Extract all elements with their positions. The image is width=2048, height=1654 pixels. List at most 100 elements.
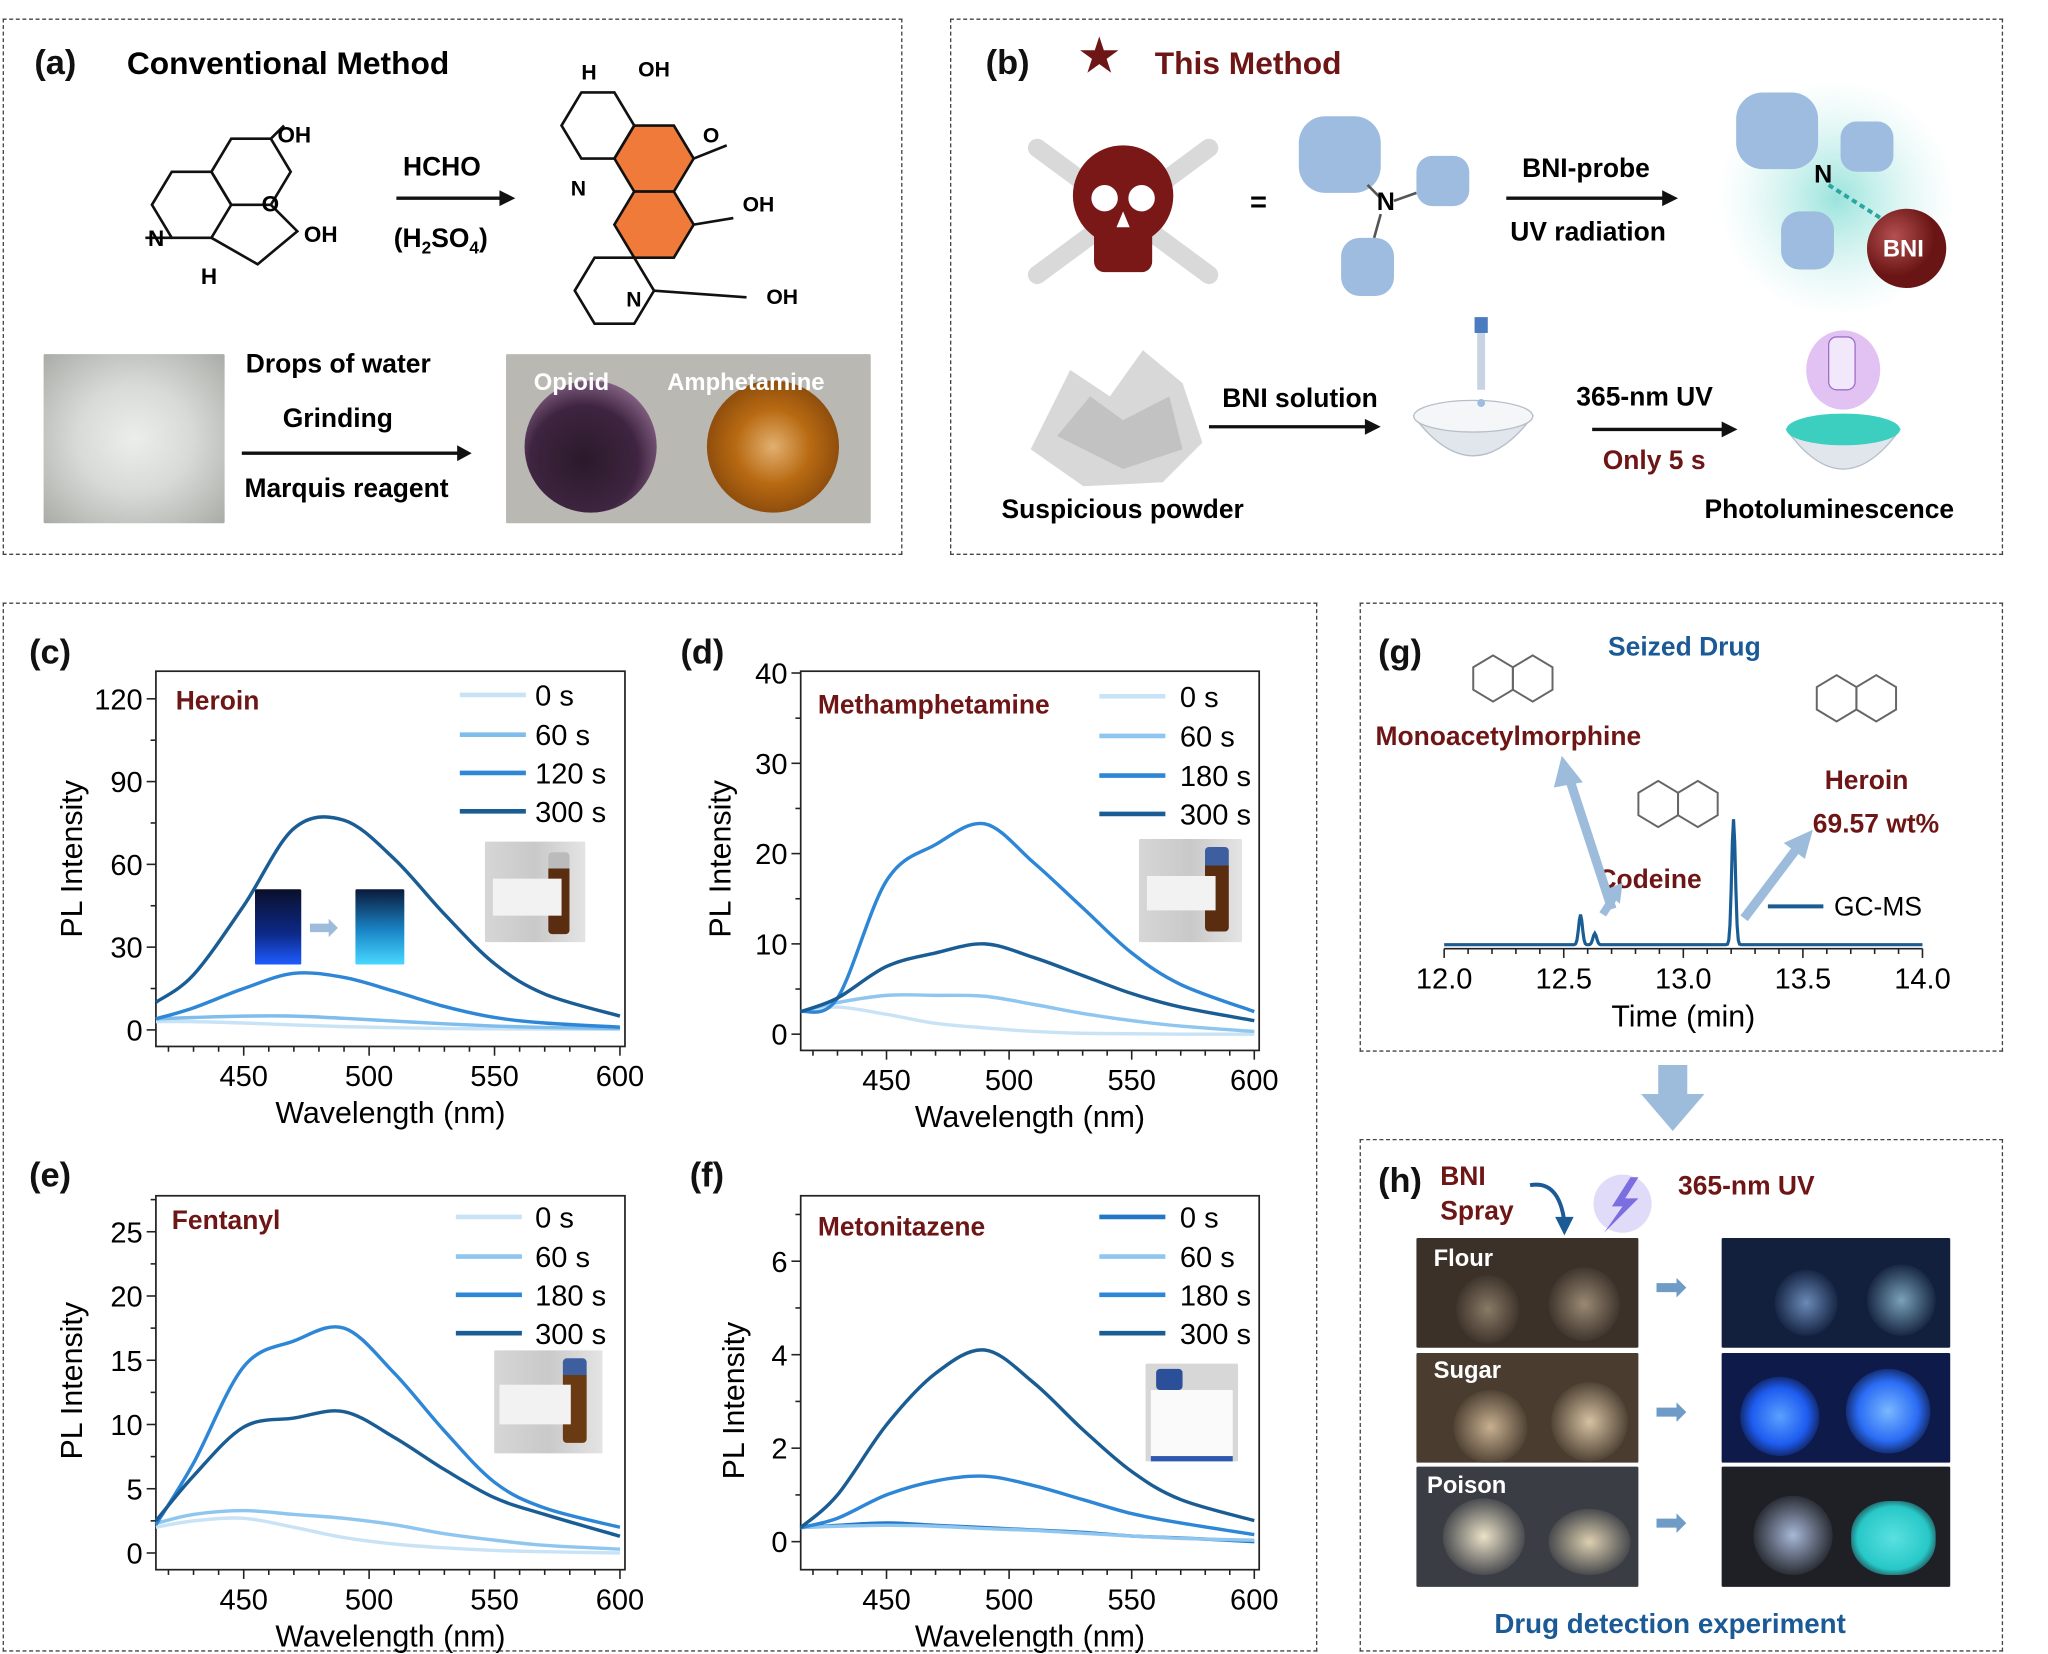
- chart-title-c: Heroin: [176, 686, 260, 716]
- panel-f-label: (f): [689, 1154, 725, 1195]
- reagent-acid: (H2SO4): [394, 225, 488, 258]
- row-label-sugar: Sugar: [1433, 1356, 1502, 1384]
- molecule-blobs: [1298, 116, 1470, 296]
- chart-title-d: Methamphetamine: [818, 689, 1050, 719]
- legend-label: 60 s: [535, 720, 590, 752]
- metonitazene-bottle-photo: [1145, 1363, 1239, 1462]
- legend-label: 60 s: [535, 1242, 590, 1274]
- sugar-uv-photo: [1721, 1353, 1951, 1463]
- step-grinding: Grinding: [282, 404, 393, 434]
- y-axis-label: PL Intensity: [55, 1301, 89, 1459]
- skull-crossbones-icon: [1027, 138, 1219, 285]
- x-tick-label: 450: [219, 1584, 267, 1616]
- panel-b-label: (b): [985, 42, 1030, 82]
- bni-complex: [1717, 79, 1956, 318]
- legend-label: 0 s: [1180, 1202, 1219, 1234]
- panel-a-label: (a): [34, 42, 77, 82]
- opioid-label: Opioid: [533, 368, 610, 396]
- uv-365-label-h: 365-nm UV: [1678, 1171, 1815, 1202]
- legend-label: 300 s: [535, 1319, 606, 1351]
- x-axis-label: Wavelength (nm): [275, 1096, 505, 1130]
- x-tick-label: 600: [596, 1584, 644, 1616]
- poison-before-photo: [1416, 1466, 1639, 1587]
- gc-ms-trace: [1444, 819, 1923, 947]
- panel-g-label: (g): [1378, 631, 1422, 672]
- peak-label-heroin: Heroin: [1824, 766, 1909, 796]
- series-line-c-60s: [155, 1014, 620, 1031]
- x-tick-label: 13.0: [1655, 963, 1712, 995]
- series-line-c-0s: [155, 1019, 620, 1032]
- product-structure: [560, 91, 747, 326]
- meth-vial-photo: [1138, 839, 1243, 943]
- suspicious-powder-label: Suspicious powder: [1001, 495, 1244, 525]
- y-tick-label: 20: [755, 839, 787, 871]
- nitrogen-atom-complex: N: [1814, 161, 1833, 189]
- legend-label: 300 s: [1180, 799, 1251, 831]
- poison-uv-photo: [1721, 1466, 1951, 1587]
- legend-label: 180 s: [1180, 1280, 1251, 1312]
- series-line-e-0s: [155, 1516, 620, 1555]
- flour-before-photo: [1416, 1238, 1639, 1348]
- cuvette-before-photo: [255, 889, 302, 965]
- bni-spray-label-2: Spray: [1440, 1197, 1514, 1227]
- series-line-e-60s: [155, 1508, 621, 1551]
- atom-oh-4: OH: [743, 193, 775, 216]
- series-line-f-300s: [799, 1348, 1255, 1529]
- legend-label: GC-MS: [1834, 892, 1922, 922]
- atom-n: N: [148, 226, 164, 251]
- acid-part: SO: [431, 224, 470, 254]
- series-line-f-180s: [800, 1474, 1255, 1537]
- y-tick-label: 0: [127, 1539, 143, 1571]
- legend-label: 300 s: [535, 797, 606, 829]
- water-drop-photo: [43, 354, 225, 524]
- acid-part: (H: [393, 224, 422, 254]
- x-tick-label: 450: [862, 1584, 910, 1616]
- y-tick-label: 120: [94, 684, 142, 716]
- morphine-structure: [145, 124, 300, 266]
- y-axis-label: PL Intensity: [55, 779, 89, 937]
- atom-oh-2: OH: [304, 222, 338, 247]
- reagent-hcho: HCHO: [402, 153, 481, 183]
- x-tick-label: 600: [1230, 1065, 1278, 1097]
- y-tick-label: 0: [127, 1015, 143, 1047]
- atom-n-3: N: [626, 289, 641, 312]
- series-line-d-0s: [800, 1005, 1255, 1036]
- lightning-icon: [1604, 1177, 1639, 1233]
- probe-arrow: [1506, 190, 1679, 207]
- series-line-e-180s: [154, 1325, 621, 1529]
- bowl-with-dropper: [1412, 317, 1535, 457]
- legend-label: 180 s: [1180, 761, 1251, 793]
- acid-part: ): [478, 224, 488, 254]
- panel-g: [1359, 602, 2004, 1052]
- sugar-before-photo: [1416, 1353, 1639, 1463]
- bni-label: BNI: [1882, 235, 1924, 262]
- drug-detection-caption: Drug detection experiment: [1494, 1609, 1846, 1640]
- x-tick-label: 12.5: [1535, 963, 1592, 995]
- cuvette-after-photo: [355, 889, 405, 965]
- series-line-e-300s: [154, 1409, 621, 1538]
- arrow-right-icon: ➡: [307, 906, 339, 948]
- only-5s-label: Only 5 s: [1602, 446, 1706, 476]
- panel-b-title: This Method: [1154, 46, 1342, 82]
- legend-label: 0 s: [535, 1202, 574, 1234]
- x-tick-label: 500: [345, 1061, 393, 1093]
- panel-h: [1359, 1138, 2004, 1652]
- y-tick-label: 10: [110, 1410, 142, 1442]
- uv-arrow: [1592, 421, 1738, 438]
- curved-arrow-icon: [1529, 1182, 1567, 1223]
- atom-oh: OH: [277, 123, 311, 148]
- legend-label: 0 s: [1180, 682, 1219, 714]
- legend-label: 120 s: [535, 759, 606, 791]
- plot-frame-c: [155, 670, 626, 1048]
- y-tick-label: 90: [110, 767, 142, 799]
- panel-b: [950, 18, 2004, 555]
- plot-frame-e: [155, 1194, 626, 1571]
- y-tick-label: 25: [110, 1217, 142, 1249]
- series-line-d-180s: [800, 821, 1255, 1014]
- y-tick-label: 40: [755, 659, 787, 691]
- x-tick-label: 450: [219, 1061, 267, 1093]
- uv-radiation-label: UV radiation: [1510, 218, 1666, 248]
- series-line-c-300s: [154, 815, 621, 1018]
- legend-label: 0 s: [535, 681, 574, 713]
